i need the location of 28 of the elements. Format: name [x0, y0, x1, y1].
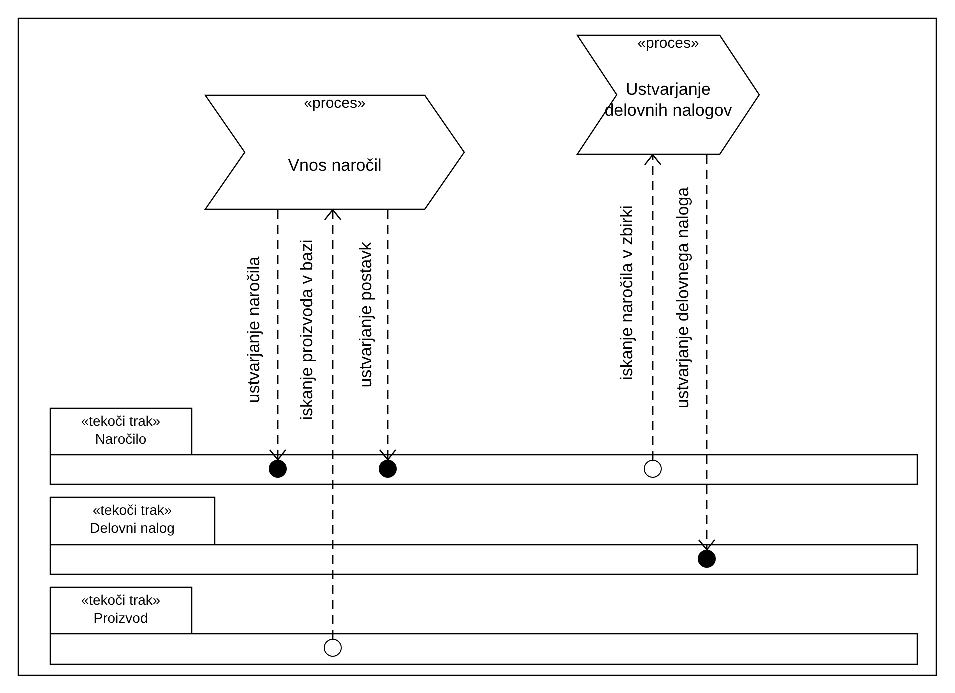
stream-lane: [50, 497, 918, 575]
process-chevron: [577, 35, 760, 155]
edge-label: iskanje naročila v zbirki: [618, 204, 638, 382]
stereotype-label: «tekoči trak»: [80, 592, 162, 609]
stereotype-label: «proces»: [636, 35, 700, 54]
arrow: [698, 155, 716, 551]
stereotype-label: «tekoči trak»: [80, 413, 162, 430]
filled-circle: [698, 550, 716, 568]
filled-circle: [269, 460, 287, 478]
edge-label: ustvarjanje naročila: [246, 254, 264, 406]
process-name: Vnos naročil: [287, 154, 383, 176]
arrow: [644, 154, 662, 460]
edge-label: ustvarjanje postavk: [358, 240, 376, 390]
filled-circle: [379, 460, 397, 478]
stream-name: Naročilo: [94, 431, 148, 448]
arrow: [379, 210, 397, 461]
stream-name: Proizvod: [92, 610, 150, 627]
arrow: [269, 210, 287, 461]
process-name: Ustvarjanje delovnih nalogov: [604, 78, 734, 121]
stream-lane: [50, 587, 918, 665]
process-chevron: [205, 95, 465, 210]
arrow: [324, 209, 342, 639]
stream-name: Delovni nalog: [89, 520, 176, 537]
hollow-circle: [644, 460, 662, 478]
hollow-circle: [324, 639, 342, 657]
stereotype-label: «proces»: [303, 95, 367, 114]
stereotype-label: «tekoči trak»: [92, 502, 174, 519]
edge-label: iskanje proizvoda v bazi: [298, 238, 318, 422]
